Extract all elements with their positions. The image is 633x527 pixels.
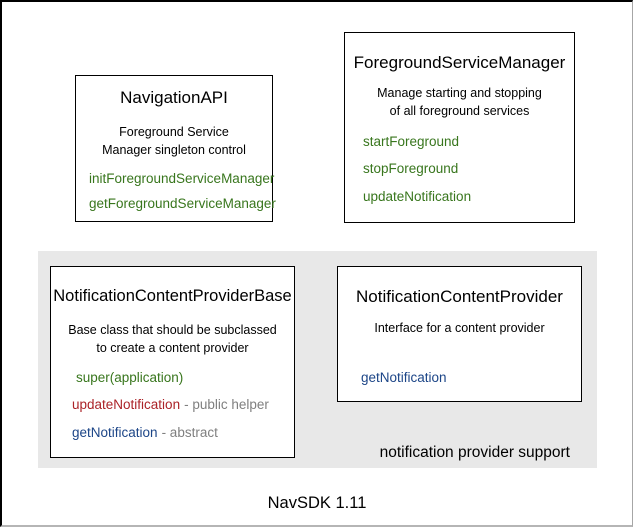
foreground-service-manager-box: ForegroundServiceManager Manage starting… — [344, 32, 575, 223]
method-get-notification: getNotification- abstract — [72, 425, 218, 440]
method-start-foreground: startForeground — [363, 134, 460, 149]
box-description: Manage starting and stopping of all fore… — [377, 86, 542, 119]
method-label: super(application) — [76, 370, 184, 385]
method-label: updateNotification — [72, 397, 181, 412]
sdk-version-label: NavSDK 1.11 — [267, 494, 367, 512]
method-label: getNotification — [72, 425, 158, 440]
notification-content-provider-base-box: NotificationContentProviderBase Base cla… — [50, 266, 295, 458]
box-description: Base class that should be subclassed to … — [68, 323, 277, 356]
navigation-api-box: NavigationAPI Foreground Service Manager… — [75, 75, 276, 222]
method-annotation: - abstract — [161, 425, 218, 440]
box-title: NotificationContentProvider — [356, 287, 563, 306]
method-annotation: - public helper — [184, 397, 269, 412]
method-super-application: super(application) — [76, 370, 183, 385]
box-title: NotificationContentProviderBase — [53, 287, 292, 305]
notification-content-provider-box: NotificationContentProvider Interface fo… — [337, 266, 582, 402]
box-title: NavigationAPI — [120, 88, 228, 107]
method-get-notification: getNotification — [361, 370, 447, 385]
method-stop-foreground: stopForeground — [363, 161, 459, 176]
region-label: notification provider support — [379, 444, 570, 461]
method-update-notification: updateNotification — [363, 189, 472, 204]
box-description: Foreground Service Manager singleton con… — [102, 125, 246, 158]
method-init-foreground-service-manager: initForegroundServiceManager — [89, 171, 275, 186]
method-update-notification: updateNotification- public helper — [72, 397, 269, 412]
box-description: Interface for a content provider — [374, 321, 545, 335]
method-get-foreground-service-manager: getForegroundServiceManager — [89, 196, 276, 211]
box-title: ForegroundServiceManager — [353, 53, 566, 72]
